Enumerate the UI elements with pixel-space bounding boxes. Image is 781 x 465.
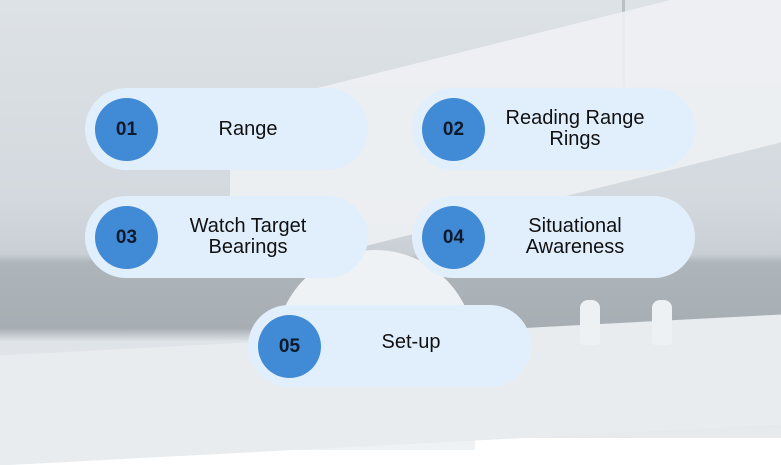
number-badge: 02 [422, 98, 485, 161]
topic-label: Watch Target Bearings [189, 215, 307, 258]
cleat [580, 300, 600, 345]
number-badge: 04 [422, 206, 485, 269]
topic-item-situational-awareness[interactable]: 04 Situational Awareness [412, 196, 695, 278]
topic-label: Reading Range Rings [505, 107, 645, 150]
number-badge: 03 [95, 206, 158, 269]
topic-label: Set-up [381, 331, 441, 353]
cleat [652, 300, 672, 345]
topic-item-watch-target-bearings[interactable]: 03 Watch Target Bearings [85, 196, 368, 278]
topic-label: Situational Awareness [525, 215, 625, 258]
topic-item-set-up[interactable]: 05 Set-up [248, 305, 531, 387]
topic-item-range[interactable]: 01 Range [85, 88, 368, 170]
topic-label: Range [218, 117, 278, 140]
number-badge: 05 [258, 315, 321, 378]
number-badge: 01 [95, 98, 158, 161]
topic-item-reading-range-rings[interactable]: 02 Reading Range Rings [412, 88, 695, 170]
